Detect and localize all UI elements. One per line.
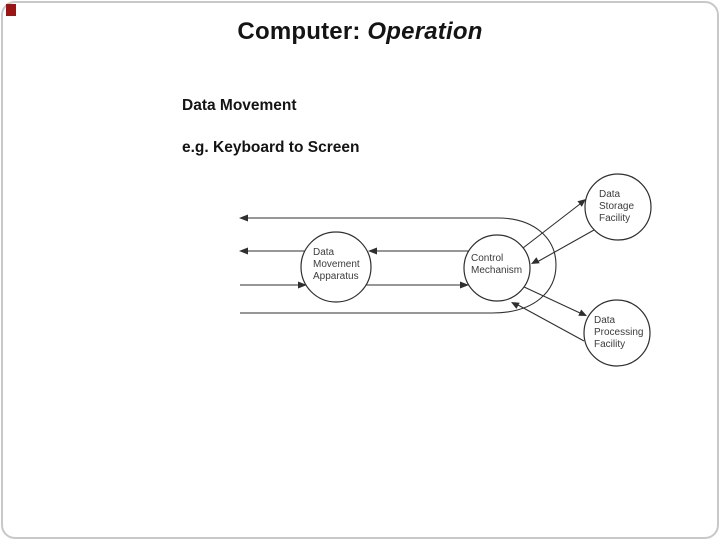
control-label-line2: Mechanism (471, 265, 522, 276)
dma-label-line1: Data (313, 247, 335, 258)
control-mechanism-circle (463, 234, 531, 302)
control-to-processing-line (521, 285, 581, 314)
arrowhead-env-out (239, 247, 248, 255)
arrowhead-into-storage (577, 199, 586, 207)
arrowhead-storage-into-control (531, 257, 540, 264)
corner-accent (6, 4, 16, 16)
dma-label-line2: Movement (313, 259, 360, 270)
body-text-data-movement: Data Movement (182, 97, 297, 114)
control-to-storage-line (522, 203, 581, 249)
arrowhead-processing-into-control (511, 302, 520, 309)
processing-label-line2: Processing (594, 327, 643, 338)
processing-to-control-line (517, 304, 585, 342)
title-text: Computer: (237, 18, 368, 45)
title-emphasis-text: Operation (367, 18, 483, 45)
storage-to-control-line (536, 229, 595, 263)
storage-label-line2: Storage (599, 201, 634, 212)
body-text-example: e.g. Keyboard to Screen (182, 139, 360, 156)
processing-label-line1: Data (594, 315, 616, 326)
dma-label-line3: Apparatus (313, 271, 359, 282)
corner-accent-square (6, 4, 16, 16)
arrowhead-into-dma (298, 281, 307, 289)
arrowhead-env-top-left (239, 214, 248, 222)
storage-label-line3: Facility (599, 213, 630, 224)
data-storage-facility-circle (584, 173, 652, 241)
page-title: Computer: Operation (0, 18, 720, 46)
data-processing-facility-circle (583, 299, 651, 367)
arrowhead-into-control-left (460, 281, 469, 289)
arrowhead-into-processing (578, 309, 587, 316)
arrowhead-control-to-dma (368, 247, 377, 255)
data-movement-apparatus-circle (300, 231, 372, 303)
processing-label-line3: Facility (594, 339, 625, 350)
storage-label-line1: Data (599, 189, 621, 200)
control-label-line1: Control (471, 253, 503, 264)
environment-bypass-loop-path (240, 217, 557, 314)
